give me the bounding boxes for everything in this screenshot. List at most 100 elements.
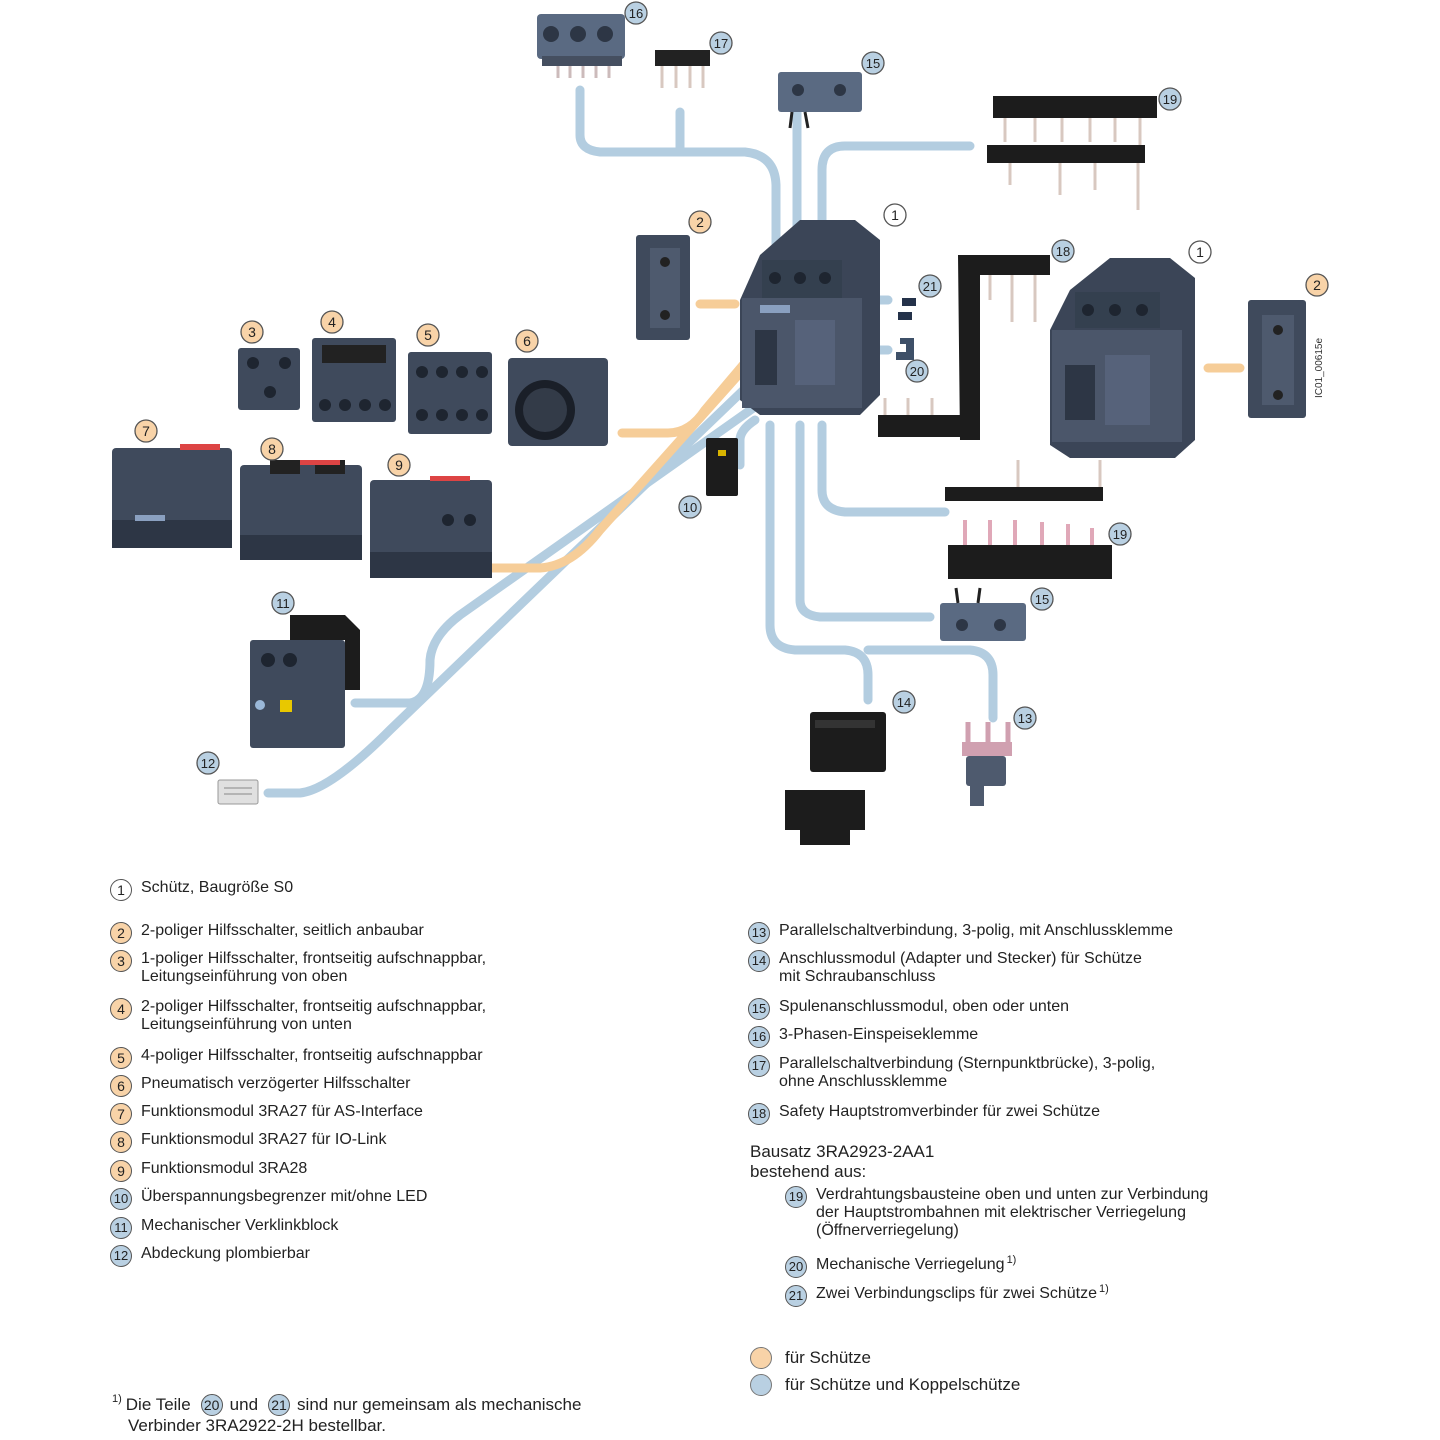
callout-16: 16 <box>624 1 648 25</box>
part-18-safety-connector <box>878 255 1050 440</box>
path-9 <box>483 340 770 573</box>
callout-14: 14 <box>892 690 916 714</box>
legend-text: Abdeckung plombierbar <box>141 1245 310 1262</box>
callout-label: 18 <box>1056 244 1070 259</box>
footnote-text-2: und <box>229 1395 259 1414</box>
legend-badge: 2 <box>110 922 132 944</box>
legend-badge: 4 <box>110 998 132 1020</box>
legend-badge: 16 <box>748 1026 770 1048</box>
callout-label: 19 <box>1113 527 1127 542</box>
callout-12: 12 <box>196 751 220 775</box>
part-5-aux-4pole <box>408 352 492 434</box>
legend-text: Mechanischer Verklinkblock <box>141 1217 339 1234</box>
callout-15: 15 <box>1030 587 1054 611</box>
callout-17: 17 <box>709 31 733 55</box>
callout-6: 6 <box>515 329 539 353</box>
callout-9: 9 <box>387 453 411 477</box>
legend-badge: 21 <box>785 1285 807 1307</box>
legend-item-16: 16 3-Phasen-Einspeiseklemme <box>748 1026 1348 1048</box>
part-9-function-module-3ra28 <box>370 476 492 578</box>
callout-7: 7 <box>134 419 158 443</box>
path-10 <box>735 415 760 470</box>
legend-text: Spulenanschlussmodul, oben oder unten <box>779 998 1069 1015</box>
legend-text: Parallelschaltverbindung (Sternpunktbrüc… <box>779 1055 1156 1090</box>
blue-paths <box>263 85 998 798</box>
color-key-label: für Schütze <box>785 1348 871 1367</box>
path-14 <box>765 420 873 705</box>
kit-title: Bausatz 3RA2923-2AA1 bestehend aus: <box>750 1142 935 1181</box>
callout-label: 5 <box>424 327 432 343</box>
path-13 <box>863 645 998 723</box>
legend-text: 2-poliger Hilfsschalter, frontseitig auf… <box>141 998 487 1033</box>
part-12-sealable-cover <box>217 779 259 805</box>
part-6-pneumatic-aux <box>508 358 608 446</box>
callout-label: 13 <box>1018 711 1032 726</box>
footnote: 1) Die Teile 20 und 21 sind nur gemeinsa… <box>112 1393 672 1436</box>
path-15-bottom <box>795 420 935 622</box>
part-21-clips <box>898 298 916 320</box>
legend-badge: 13 <box>748 922 770 944</box>
legend-badge: 12 <box>110 1245 132 1267</box>
legend-badge: 18 <box>748 1103 770 1125</box>
callout-label: 6 <box>523 333 531 349</box>
part-7-function-module-asi <box>112 444 232 548</box>
legend-badge: 5 <box>110 1047 132 1069</box>
callout-label: 11 <box>276 596 290 611</box>
legend-text: Überspannungsbegrenzer mit/ohne LED <box>141 1188 428 1205</box>
callout-label: 2 <box>696 214 704 230</box>
legend-text: 4-poliger Hilfsschalter, frontseitig auf… <box>141 1047 483 1064</box>
legend-badge: 6 <box>110 1075 132 1097</box>
callout-13: 13 <box>1013 706 1037 730</box>
callout-4: 4 <box>320 310 344 334</box>
legend-badge: 7 <box>110 1103 132 1125</box>
part-4-aux-2pole <box>312 338 396 422</box>
path-19-top <box>817 141 975 245</box>
callout-label: 3 <box>248 324 256 340</box>
callout-1: 1 <box>1188 240 1212 264</box>
orange-paths <box>483 299 1245 573</box>
callout-label: 4 <box>328 314 336 330</box>
legend-item-4: 4 2-poliger Hilfsschalter, frontseitig au… <box>110 998 710 1034</box>
callout-label: 2 <box>1313 277 1321 293</box>
legend-text: 1-poliger Hilfsschalter, frontseitig auf… <box>141 950 487 985</box>
callout-20: 20 <box>905 359 929 383</box>
part-15-coil-module-top <box>778 72 862 129</box>
part-13-parallel-link <box>962 722 1012 806</box>
path-12 <box>263 350 785 798</box>
callout-1: 1 <box>883 203 907 227</box>
part-2-side-aux-left <box>636 235 690 340</box>
part-17-star-bridge <box>655 50 710 88</box>
color-key-label: für Schütze und Koppelschütze <box>785 1375 1021 1394</box>
callout-label: 1 <box>891 207 899 223</box>
footnote-badge-a: 20 <box>200 1394 223 1416</box>
callout-label: 21 <box>923 279 937 294</box>
callout-11: 11 <box>271 591 295 615</box>
callout-10: 10 <box>678 495 702 519</box>
legend-item-11: 11 Mechanischer Verklinkblock <box>110 1217 710 1239</box>
footnote-text-1: Die Teile <box>125 1395 191 1414</box>
legend-badge: 1 <box>110 879 132 901</box>
document-id: IC01_00615e <box>1314 337 1325 398</box>
callout-label: 14 <box>897 695 911 710</box>
callout-2: 2 <box>1305 273 1329 297</box>
callout-18: 18 <box>1051 239 1075 263</box>
legend-text: 3-Phasen-Einspeiseklemme <box>779 1026 979 1043</box>
legend-badge: 14 <box>748 950 770 972</box>
legend-badge: 11 <box>110 1217 132 1239</box>
callout-3: 3 <box>240 320 264 344</box>
path-16 <box>575 85 781 255</box>
footnote-text-3: sind nur gemeinsam als mechanische <box>297 1395 582 1414</box>
legend-badge: 17 <box>748 1055 770 1077</box>
